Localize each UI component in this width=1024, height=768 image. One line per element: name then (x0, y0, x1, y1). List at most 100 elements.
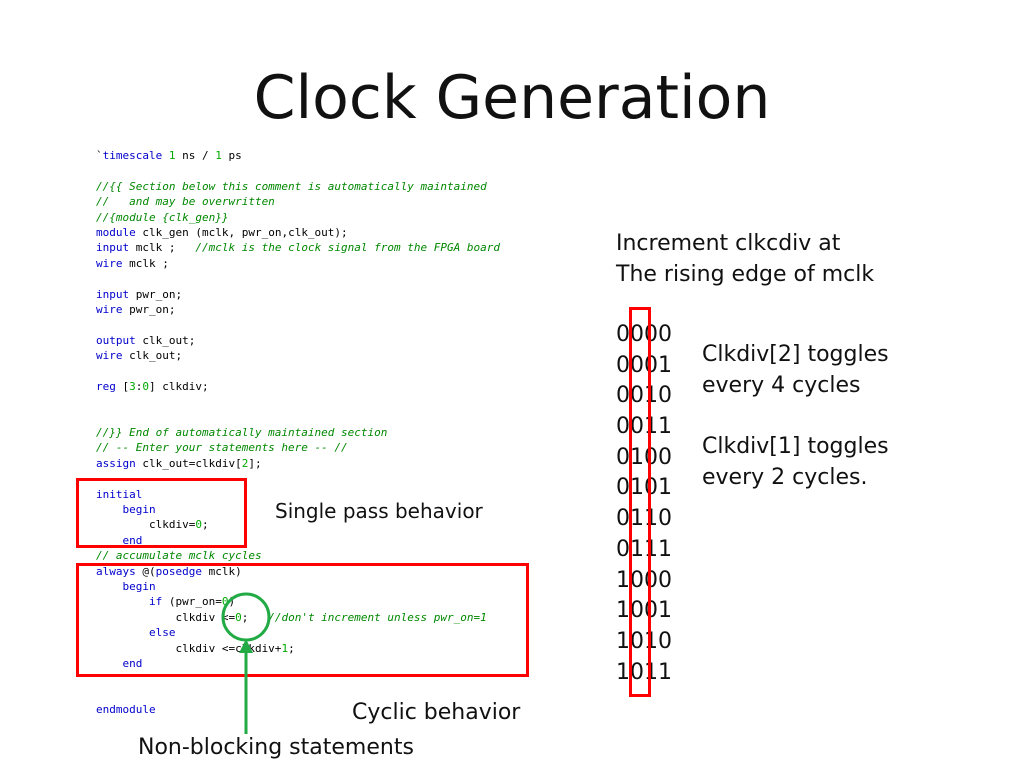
code-token: wire (96, 349, 123, 363)
code-token: clk_out; (135, 333, 196, 347)
code-token: 1 (215, 149, 222, 162)
code-token: 2 (241, 456, 249, 470)
code-line: //{module {clk_gen}} (96, 210, 500, 225)
toggle-1-line-2: every 2 cycles. (702, 464, 868, 490)
toggle-2-note: Clkdiv[2] toggles every 4 cycles (702, 340, 889, 401)
code-token: wire (96, 302, 123, 316)
code-line: module clk_gen (mclk, pwr_on,clk_out); (96, 225, 500, 240)
initial-block-highlight (76, 478, 247, 548)
code-token: 3 (129, 379, 136, 393)
code-line: // -- Enter your statements here -- // (96, 440, 500, 455)
code-token: [ (115, 379, 130, 393)
counter-value: 0000 (616, 322, 672, 347)
code-line (96, 271, 500, 286)
code-line (96, 363, 500, 378)
code-line: //{{ Section below this comment is autom… (96, 179, 500, 194)
code-line: end (96, 656, 500, 671)
code-token: //{{ Section below this comment is autom… (96, 179, 487, 193)
code-token: (pwr_on= (162, 595, 222, 609)
bit-column-highlight (629, 307, 651, 697)
counter-value: 0010 (616, 383, 672, 409)
code-token: else (148, 626, 176, 640)
code-line: always @(posedge mclk) (96, 564, 500, 579)
code-token: ; (288, 641, 295, 655)
code-line: endmodule (96, 702, 500, 717)
toggle-2-line-1: Clkdiv[2] toggles (702, 342, 889, 367)
code-line: wire mclk ; (96, 256, 500, 271)
increment-note-line-2: The rising edge of mclk (616, 261, 875, 287)
code-token: mclk ; (129, 241, 196, 255)
code-line: else (96, 625, 500, 640)
counter-sequence: 0000 0001 0010 0011 0100 0101 0110 0111 1000 1001… (616, 320, 672, 688)
counter-value: 0101 (616, 475, 672, 501)
code-token: endmodule (96, 703, 156, 717)
counter-value: 0110 (616, 506, 672, 532)
code-token: always (96, 564, 136, 578)
code-token: @( (135, 564, 156, 578)
code-token: // and may be overwritten (96, 195, 275, 209)
code-line: begin (96, 502, 500, 517)
code-token: ps (221, 149, 242, 162)
toggle-1-line-1: Clkdiv[1] toggles (702, 434, 889, 459)
code-token: ]; (248, 456, 262, 470)
code-line (96, 317, 500, 332)
code-token: module (96, 225, 136, 239)
non-blocking-label: Non-blocking statements (138, 735, 414, 760)
code-token: if (148, 595, 163, 609)
code-token (162, 149, 169, 162)
counter-value: 0111 (616, 536, 672, 562)
code-line: //}} End of automatically maintained sec… (96, 425, 500, 440)
counter-value: 0001 (616, 352, 672, 378)
code-token: clk_out; (122, 349, 183, 363)
code-token: initial (96, 487, 143, 501)
code-token: 1 (281, 641, 289, 655)
code-token: clkdiv= (96, 518, 196, 532)
counter-value: 1010 (616, 628, 672, 654)
code-token: begin (122, 502, 156, 516)
code-token: //}} End of automatically maintained sec… (96, 426, 388, 440)
code-line: `timescale 1 ns / 1 ps (96, 148, 500, 163)
code-line: begin (96, 579, 500, 594)
code-line: wire pwr_on; (96, 302, 500, 317)
toggle-1-note: Clkdiv[1] toggles every 2 cycles. (702, 432, 889, 493)
code-token: timescale (102, 149, 163, 162)
code-token: 0 (142, 379, 149, 393)
code-line: clkdiv=0; (96, 517, 500, 532)
increment-note: Increment clkcdiv at The rising edge of … (616, 229, 874, 290)
cyclic-behavior-label: Cyclic behavior (352, 700, 521, 725)
code-token: // -- Enter your statements here -- // (96, 441, 348, 455)
code-token: //{module {clk_gen}} (96, 210, 229, 224)
code-token: end (122, 656, 143, 670)
code-line: end (96, 533, 500, 548)
code-line (96, 163, 500, 178)
code-token: ; (201, 518, 209, 532)
code-token: clk_out=clkdiv[ (135, 456, 242, 470)
code-token: clk_gen (mclk, pwr_on,clk_out); (135, 225, 348, 239)
code-line: clkdiv <=0; //don't increment unless pwr… (96, 610, 500, 625)
code-token: ` (96, 149, 103, 162)
counter-value: 1001 (616, 598, 672, 624)
code-token: pwr_on; (122, 302, 176, 316)
counter-value: 1000 (616, 567, 672, 593)
slide-title: Clock Generation (253, 63, 771, 133)
code-line: input mclk ; //mclk is the clock signal … (96, 240, 500, 255)
code-line: input pwr_on; (96, 287, 500, 302)
code-token: output (96, 333, 136, 347)
counter-value: 0100 (616, 444, 672, 470)
code-token: input (96, 287, 130, 301)
code-token: mclk ; (122, 256, 169, 270)
code-token: mclk) (201, 564, 242, 578)
single-pass-label: Single pass behavior (275, 499, 483, 523)
code-token: ns / (175, 149, 216, 162)
always-block-highlight (76, 563, 529, 677)
code-line (96, 410, 500, 425)
toggle-2-line-2: every 4 cycles (702, 372, 861, 398)
counter-value: 0011 (616, 414, 672, 440)
code-token: posedge (155, 564, 202, 578)
increment-note-line-1: Increment clkcdiv at (616, 231, 841, 256)
code-line: assign clk_out=clkdiv[2]; (96, 456, 500, 471)
code-token: //don't increment unless pwr_on=1 (268, 610, 487, 624)
code-token: 1 (168, 149, 176, 162)
code-token: // accumulate mclk cycles (96, 549, 262, 563)
code-token: end (122, 533, 143, 547)
